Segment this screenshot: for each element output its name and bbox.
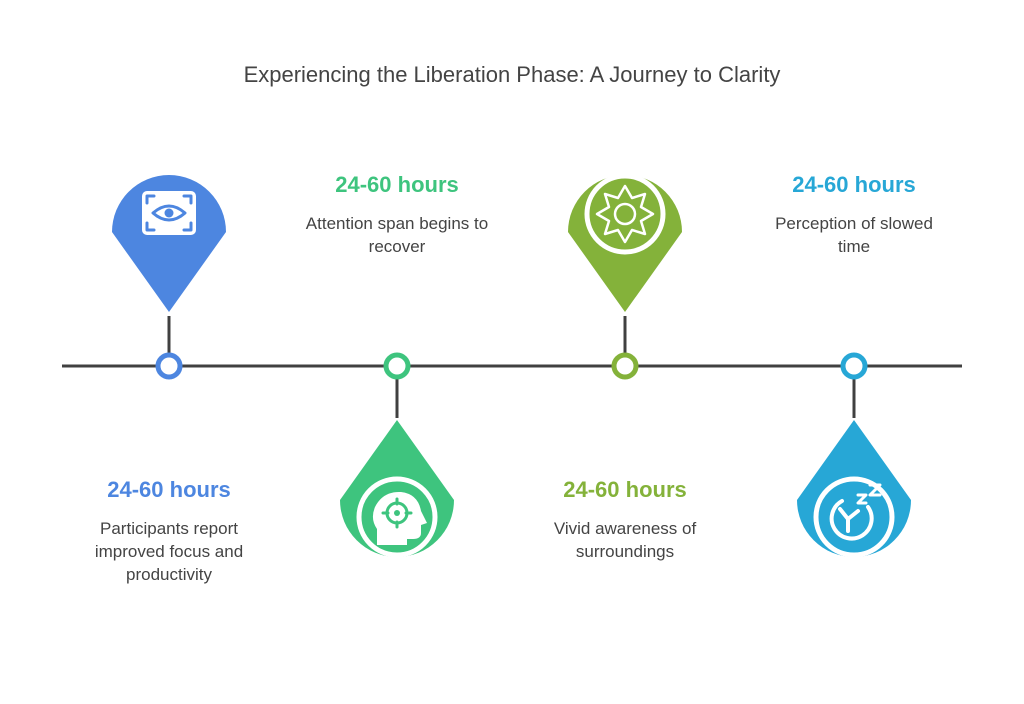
- stage-2-label: 24-60 hours Attention span begins to rec…: [277, 172, 517, 258]
- stage-1-marker: [112, 175, 226, 380]
- stage-1-description: Participants report improved focus and p…: [94, 519, 244, 584]
- stage-4-time: 24-60 hours: [792, 172, 916, 197]
- stage-3-label: 24-60 hours Vivid awareness of surroundi…: [505, 477, 745, 563]
- stage-4-label: 24-60 hours Perception of slowed time: [734, 172, 974, 258]
- sleep-clock-icon: [813, 476, 895, 558]
- stage-1-time: 24-60 hours: [107, 477, 231, 502]
- stage-3-time: 24-60 hours: [563, 477, 687, 502]
- stage-3-description: Vivid awareness of surroundings: [553, 519, 697, 561]
- stage-4-node: [840, 352, 868, 380]
- stage-1-node: [155, 352, 183, 380]
- stage-3-node: [611, 352, 639, 380]
- stage-1-pin: [112, 175, 226, 312]
- diagram-title: Experiencing the Liberation Phase: A Jou…: [243, 62, 781, 87]
- stage-2-node: [383, 352, 411, 380]
- eye-icon: [142, 191, 196, 235]
- stage-4-description: Perception of slowed time: [775, 214, 933, 256]
- stage-1-label: 24-60 hours Participants report improved…: [49, 477, 289, 586]
- sun-icon: [584, 173, 666, 255]
- stage-2-time: 24-60 hours: [335, 172, 459, 197]
- target-head-icon: [356, 476, 438, 558]
- stage-2-description: Attention span begins to recover: [305, 214, 489, 256]
